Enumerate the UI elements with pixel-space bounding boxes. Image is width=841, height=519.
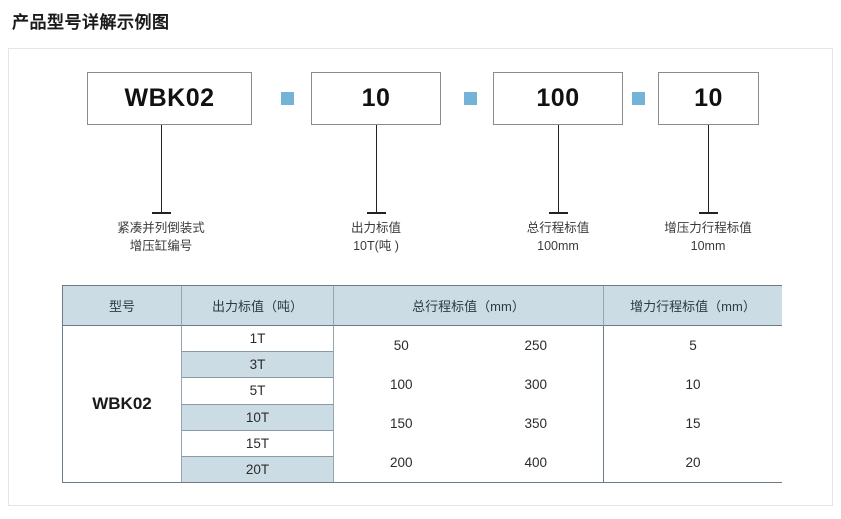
- table-header-boost-stroke: 增力行程标值（mm）: [604, 286, 782, 326]
- segment-caption-4: 增压力行程标值 10mm: [664, 219, 752, 255]
- caption-line-2: 增压缸编号: [129, 239, 193, 253]
- table-cell: 300: [524, 377, 548, 392]
- table-header-force-rating: 出力标值（吨）: [182, 286, 334, 326]
- code-box-segment-1: WBK02: [87, 72, 252, 125]
- table-header-model: 型号: [63, 286, 182, 326]
- leader-foot-icon: [699, 212, 718, 214]
- leader-stem-icon: [376, 125, 377, 213]
- leader-stem-icon: [161, 125, 162, 213]
- specification-table: 型号 出力标值（吨） 总行程标值（mm） 增力行程标值（mm） WBK02 1T…: [62, 285, 782, 483]
- leader-stem-icon: [708, 125, 709, 213]
- table-cell: 350: [524, 416, 548, 431]
- table-cell: 50: [393, 338, 409, 353]
- leader-foot-icon: [152, 212, 171, 214]
- table-column-total-stroke: 50 250 100 300 150 350 200 400: [334, 326, 604, 482]
- table-cell: 200: [389, 455, 413, 470]
- caption-line-1: 出力标值: [350, 221, 402, 235]
- segment-caption-1: 紧凑并列倒装式 增压缸编号: [117, 219, 205, 255]
- leader-foot-icon: [367, 212, 386, 214]
- table-row: 3T: [182, 352, 333, 379]
- table-row: 20T: [182, 456, 333, 483]
- segment-caption-2: 出力标值 10T(吨 ): [351, 219, 401, 255]
- table-column-force-rating: 1T 3T 5T 10T 15T 20T: [182, 326, 334, 483]
- code-box-segment-2: 10: [311, 72, 441, 125]
- table-cell: 10: [685, 377, 701, 392]
- table-cell-model: WBK02: [63, 326, 182, 482]
- segment-caption-3: 总行程标值 100mm: [527, 219, 590, 255]
- model-code-diagram: WBK02 10 100 10: [9, 49, 834, 274]
- leader-foot-icon: [549, 212, 568, 214]
- table-cell: 250: [524, 338, 548, 353]
- leader-stem-icon: [558, 125, 559, 213]
- table-header-total-stroke: 总行程标值（mm）: [334, 286, 604, 326]
- page-title: 产品型号详解示例图: [12, 13, 170, 32]
- table-row: 5T: [182, 378, 333, 405]
- caption-line-2: 10mm: [690, 239, 726, 253]
- content-panel: WBK02 10 100 10: [8, 48, 833, 506]
- table-cell: 20: [685, 455, 701, 470]
- caption-line-1: 紧凑并列倒装式: [117, 221, 205, 235]
- table-row: 1T: [182, 326, 333, 353]
- table-cell: 5: [689, 338, 697, 353]
- code-box-segment-3: 100: [493, 72, 623, 125]
- caption-line-1: 总行程标值: [526, 221, 590, 235]
- table-cell: 15: [685, 416, 701, 431]
- caption-line-2: 100mm: [537, 239, 579, 253]
- separator-square-2: [464, 92, 477, 105]
- caption-line-2: 10T(吨 ): [353, 239, 399, 253]
- table-cell: 100: [389, 377, 413, 392]
- table-cell: 400: [524, 455, 548, 470]
- table-cell: 150: [389, 416, 413, 431]
- table-row: 10T: [182, 404, 333, 431]
- table-row: 15T: [182, 430, 333, 457]
- caption-line-1: 增压力行程标值: [664, 221, 752, 235]
- code-box-segment-4: 10: [658, 72, 759, 125]
- separator-square-1: [281, 92, 294, 105]
- separator-square-3: [632, 92, 645, 105]
- table-column-boost-stroke: 5 10 15 20: [604, 326, 782, 482]
